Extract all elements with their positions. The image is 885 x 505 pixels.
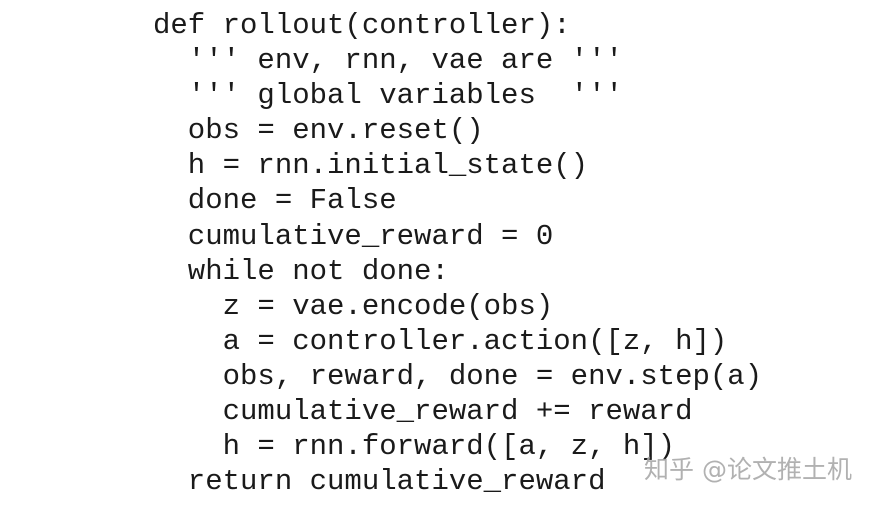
code-line-z-encode: z = vae.encode(obs)	[153, 289, 554, 323]
code-line-return: return cumulative_reward	[153, 465, 606, 499]
code-line-docstring-2: ''' global variables '''	[153, 79, 623, 113]
code-line-while: while not done:	[153, 254, 449, 288]
code-line-obs-reset: obs = env.reset()	[153, 114, 484, 148]
code-line-def: def rollout(controller):	[153, 9, 571, 42]
code-line-cumulative-add: cumulative_reward += reward	[153, 395, 693, 429]
code-line-env-step: obs, reward, done = env.step(a)	[153, 359, 763, 393]
code-line-done-false: done = False	[153, 184, 397, 218]
code-line-a-action: a = controller.action([z, h])	[153, 324, 728, 358]
code-line-h-initial: h = rnn.initial_state()	[153, 149, 589, 183]
code-line-cumulative-init: cumulative_reward = 0	[153, 219, 554, 253]
zhihu-watermark: 知乎 @论文推土机	[644, 455, 852, 484]
code-block: def rollout(controller): ''' env, rnn, v…	[153, 8, 762, 499]
code-line-docstring-1: ''' env, rnn, vae are '''	[153, 44, 623, 78]
code-line-h-forward: h = rnn.forward([a, z, h])	[153, 430, 676, 464]
